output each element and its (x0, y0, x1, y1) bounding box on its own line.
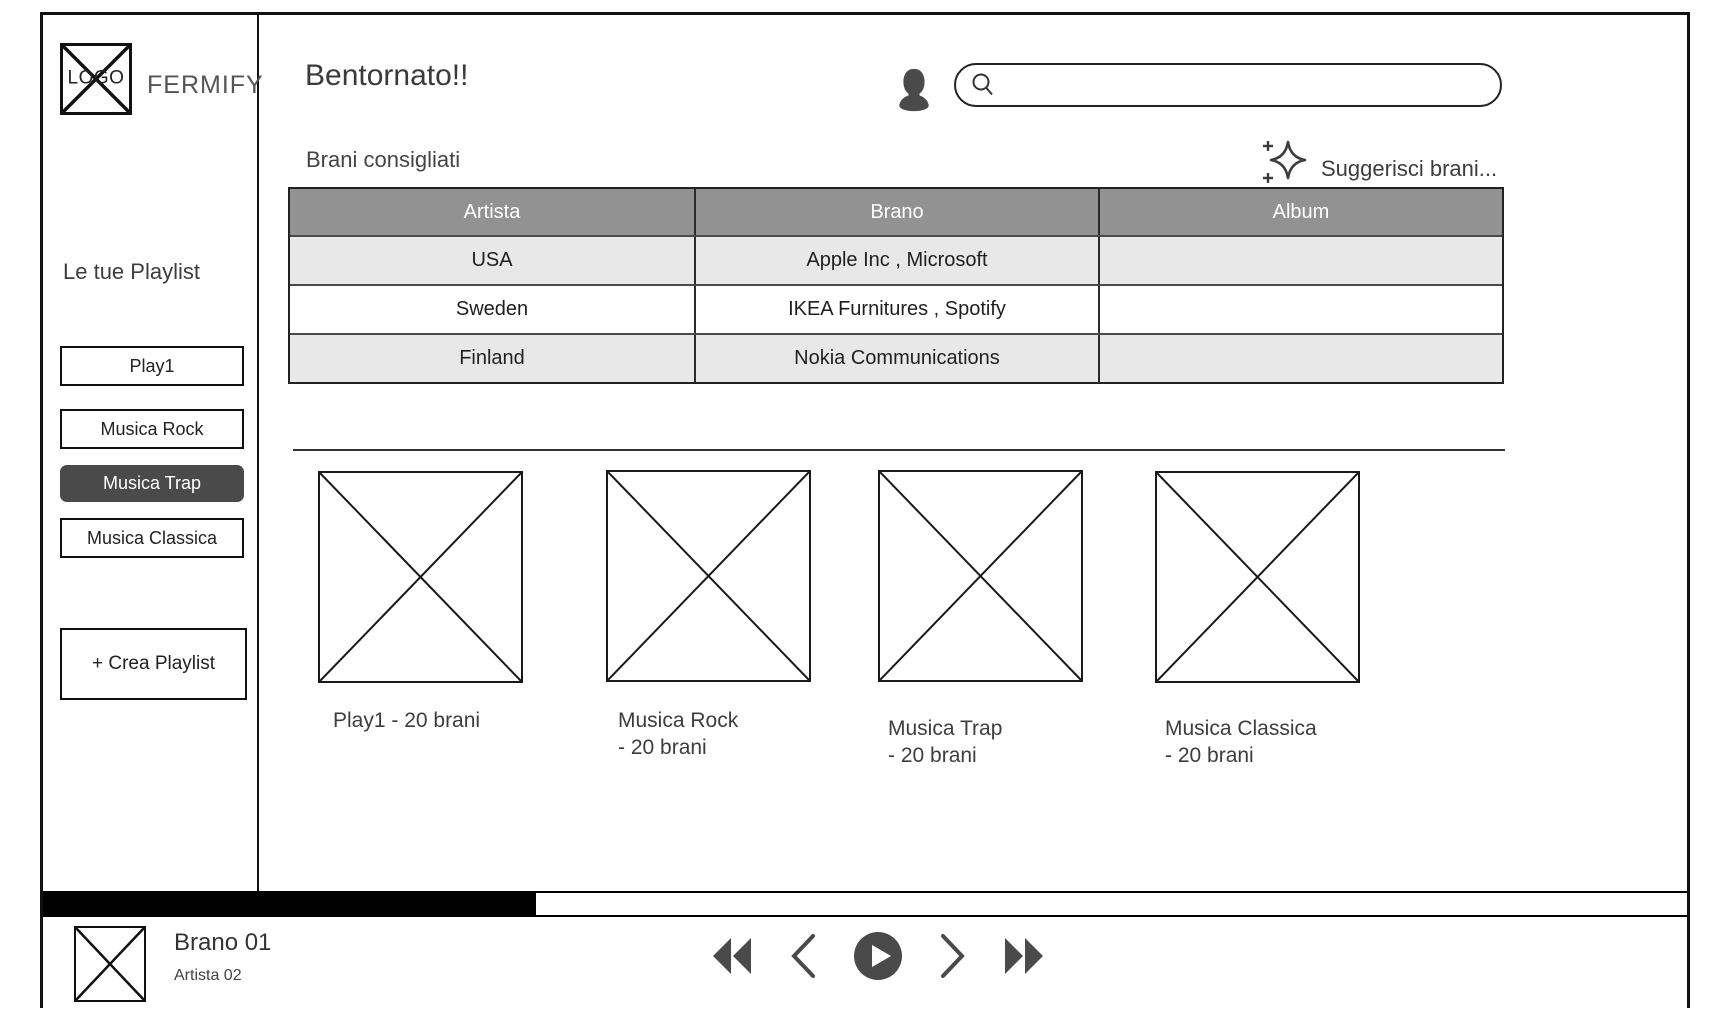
playlist-card-play1[interactable] (318, 471, 523, 683)
placeholder-x-icon (63, 46, 129, 112)
sidebar-item-musica-classica[interactable]: Musica Classica (60, 518, 244, 558)
section-divider (293, 449, 1505, 451)
play-icon (854, 932, 902, 980)
table-row[interactable]: Sweden IKEA Furnitures , Spotify (290, 284, 1502, 333)
cell-brano: Nokia Communications (694, 335, 1098, 382)
table-row[interactable]: USA Apple Inc , Microsoft (290, 235, 1502, 284)
playlist-label: Musica Trap (102, 473, 202, 493)
next-icon (941, 934, 965, 978)
suggest-songs-label: Suggerisci brani... (1321, 156, 1498, 181)
column-header-artista: Artista (463, 200, 521, 223)
user-profile-icon[interactable] (895, 67, 933, 113)
cell-album (1098, 286, 1502, 333)
playlist-card-musica-trap[interactable] (878, 470, 1083, 682)
ai-sparkle-icon (1263, 140, 1307, 183)
progress-fill (43, 893, 537, 915)
now-playing-art-placeholder (74, 926, 146, 1002)
playlist-card-musica-rock[interactable] (606, 470, 811, 682)
placeholder-x-icon (76, 928, 144, 1000)
cell-album (1098, 335, 1502, 382)
previous-button[interactable] (789, 932, 817, 980)
playlist-label: Musica Rock (100, 418, 204, 439)
create-playlist-label: + Crea Playlist (91, 653, 216, 674)
playlist-label: Musica Classica (86, 527, 218, 548)
fast-forward-icon (1005, 938, 1043, 974)
now-playing-artist: Artista 02 (174, 967, 242, 984)
sidebar-item-play1[interactable]: Play1 (60, 346, 244, 386)
create-playlist-button[interactable]: + Crea Playlist (60, 628, 247, 700)
brand-name: FERMIFY (147, 71, 264, 99)
placeholder-x-icon (608, 472, 809, 680)
sidebar: LOGO FERMIFY Le tue Playlist Play1 Music… (43, 15, 263, 891)
column-header-album: Album (1098, 189, 1502, 235)
logo-text: LOGO (67, 67, 125, 89)
forward-button[interactable] (1003, 935, 1045, 977)
search-icon (972, 73, 993, 96)
now-playing-title: Brano 01 (174, 929, 272, 956)
table-header-row: Artista Brano Album (290, 189, 1502, 235)
playlist-label: Play1 (129, 355, 175, 376)
next-button[interactable] (939, 932, 967, 980)
rewind-icon (713, 938, 751, 974)
playback-progress-bar[interactable] (43, 891, 1687, 917)
cell-artista: Finland (459, 347, 525, 369)
page-title: Bentornato!! (305, 59, 469, 92)
search-bar[interactable] (954, 63, 1502, 107)
suggested-songs-table: Artista Brano Album USA Apple Inc , Micr… (288, 187, 1504, 384)
rewind-button[interactable] (711, 935, 753, 977)
suggest-songs-button[interactable]: Suggerisci brani... (1261, 135, 1497, 189)
previous-icon (791, 934, 815, 978)
playlists-section-label: Le tue Playlist (63, 259, 200, 284)
placeholder-x-icon (320, 473, 521, 681)
column-header-brano: Brano (694, 189, 1098, 235)
placeholder-x-icon (1157, 473, 1358, 681)
playlist-card-caption: Musica Rock - 20 brani (618, 709, 739, 759)
cell-album (1098, 237, 1502, 284)
player-bar: Brano 01 Artista 02 (43, 917, 1687, 1008)
cell-brano: Apple Inc , Microsoft (694, 237, 1098, 284)
cell-artista: USA (471, 249, 513, 271)
play-button[interactable] (853, 931, 903, 981)
playback-controls (711, 931, 1045, 981)
sidebar-item-musica-rock[interactable]: Musica Rock (60, 409, 244, 449)
table-row[interactable]: Finland Nokia Communications (290, 333, 1502, 382)
placeholder-x-icon (880, 472, 1081, 680)
search-input[interactable] (996, 65, 1500, 105)
playlist-card-caption: Musica Classica - 20 brani (1165, 717, 1317, 767)
section-title: Brani consigliati (306, 147, 461, 172)
sidebar-item-musica-trap[interactable]: Musica Trap (60, 465, 244, 502)
app-frame: LOGO FERMIFY Le tue Playlist Play1 Music… (40, 12, 1690, 1008)
playlist-card-caption: Play1 - 20 brani (333, 709, 481, 732)
logo-placeholder: LOGO (60, 43, 132, 115)
cell-artista: Sweden (455, 298, 529, 320)
cell-brano: IKEA Furnitures , Spotify (694, 286, 1098, 333)
playlist-card-caption: Musica Trap - 20 brani (888, 717, 1003, 767)
playlist-card-musica-classica[interactable] (1155, 471, 1360, 683)
